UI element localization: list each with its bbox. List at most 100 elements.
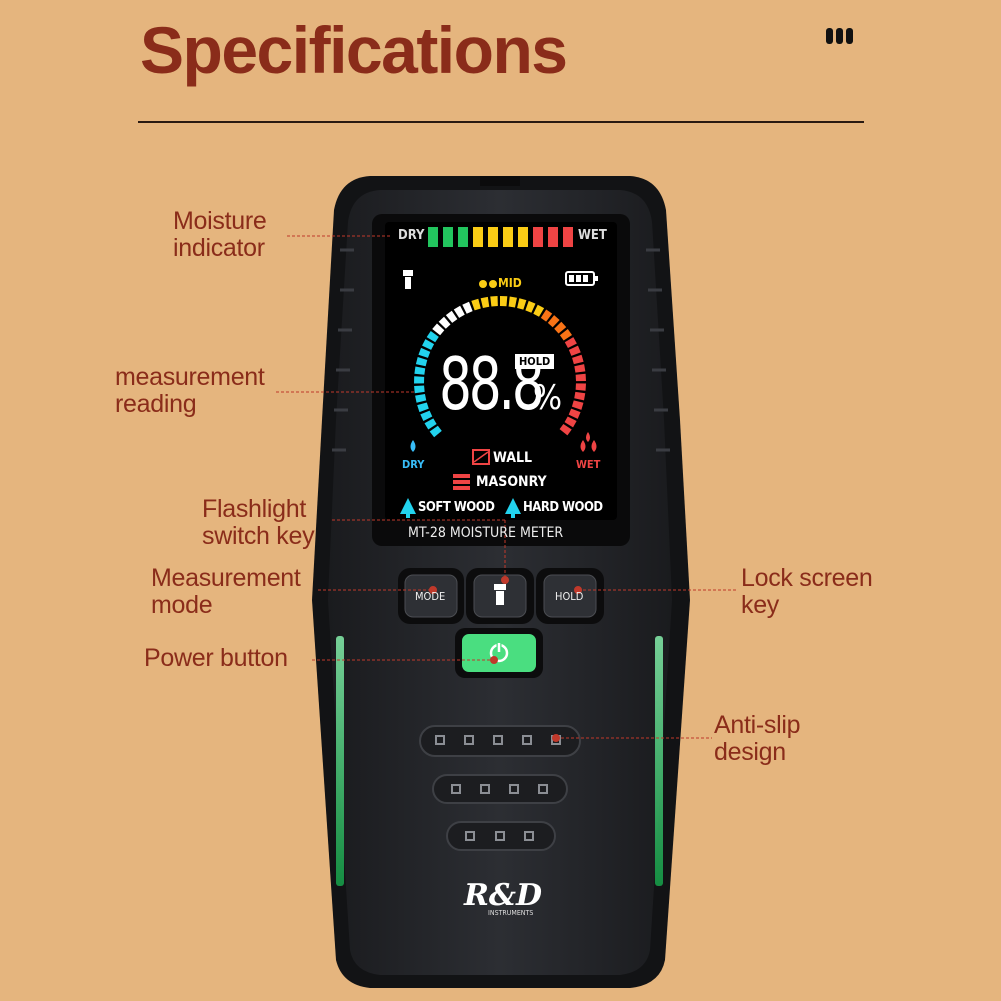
callout-flashlight-key: Flashlight switch key (202, 495, 315, 550)
menu-icon[interactable] (826, 28, 860, 44)
dial-segment (500, 296, 508, 307)
indicator-bar (443, 227, 453, 247)
callout-power-button: Power button (144, 644, 288, 672)
dial-segment (575, 373, 586, 382)
title-divider (138, 121, 864, 123)
dial-wet-label: WET (576, 458, 601, 471)
mid-droplets-icon (479, 280, 497, 288)
brand-sub: INSTRUMENTS (488, 909, 534, 917)
indicator-bar (503, 227, 513, 247)
callout-measurement-reading: measurement reading (115, 364, 265, 418)
dial-segment (445, 310, 458, 323)
callout-line: mode (151, 591, 213, 619)
hard-wood-tree-icon (505, 498, 521, 514)
indicator-wet-label: WET (578, 228, 607, 243)
dial-segment (490, 296, 498, 307)
dial-segment (414, 385, 425, 394)
indicator-bar (428, 227, 438, 247)
power-button-shape (455, 628, 543, 678)
callout-line: Moisture (173, 207, 267, 235)
callout-line: switch key (202, 522, 315, 550)
mid-label: MID (498, 276, 522, 290)
dial-segment (426, 330, 439, 343)
dry-droplet-icon (410, 440, 416, 452)
dial-segment (559, 329, 573, 341)
right-grip-lights (655, 636, 663, 886)
dial-segment (508, 296, 517, 308)
dial-segment (432, 323, 445, 336)
left-grip-lights (336, 636, 344, 886)
mode-masonry-label: MASONRY (476, 474, 547, 490)
anti-slip-pads (419, 725, 581, 851)
dial-segment (429, 425, 442, 438)
dial-segment (424, 418, 437, 430)
dial-segment (572, 354, 584, 365)
dial-segment (417, 402, 429, 413)
dial-segment (422, 339, 435, 350)
dial-segment (453, 305, 465, 318)
callout-line: indicator (173, 234, 265, 262)
dial-segment (547, 315, 560, 328)
indicator-bar (473, 227, 483, 247)
flashlight-button[interactable] (474, 575, 526, 617)
soft-wood-tree-icon (400, 498, 416, 514)
callout-line: reading (115, 390, 197, 418)
callout-measurement-mode: Measurement mode (151, 565, 301, 619)
indicator-bar (458, 227, 468, 247)
callout-line: Lock screen (741, 564, 873, 592)
dial-segment (418, 347, 431, 358)
callout-line: key (741, 591, 780, 619)
dial-segment (574, 364, 586, 373)
dial-segment (568, 345, 581, 356)
callout-line: measurement (115, 363, 265, 391)
hold-button[interactable]: HOLD (555, 590, 584, 603)
callout-line: Flashlight (202, 495, 306, 523)
dial-segment (559, 423, 572, 436)
callout-leader-lines (276, 235, 738, 742)
indicator-bar (533, 227, 543, 247)
moisture-indicator-bars (428, 227, 573, 247)
page-title: Specifications (140, 13, 568, 87)
power-button[interactable] (472, 628, 530, 676)
callout-line: design (714, 738, 786, 766)
dial-segment (420, 410, 433, 422)
mode-soft-wood-label: SOFT WOOD (418, 500, 495, 515)
callout-anti-slip: Anti-slip design (714, 711, 801, 766)
wet-droplets-icon (580, 432, 597, 452)
masonry-icon (453, 474, 470, 490)
mode-button-shape (398, 568, 464, 624)
mode-hard-wood-label: HARD WOOD (523, 500, 603, 515)
indicator-bar (548, 227, 558, 247)
dial-segment (568, 408, 581, 419)
callout-moisture-indicator: Moisture indicator (173, 207, 267, 262)
hold-badge: HOLD (515, 354, 555, 369)
moisture-dial-arc (414, 296, 586, 438)
indicator-bar (518, 227, 528, 247)
dial-segment (525, 300, 536, 313)
indicator-bar (563, 227, 573, 247)
indicator-bar (488, 227, 498, 247)
dial-segment (480, 296, 490, 308)
dial-segment (414, 366, 426, 375)
dial-segment (564, 337, 577, 348)
screen-flashlight-icon (403, 270, 413, 289)
dial-segment (574, 391, 586, 401)
callout-lock-screen-key: Lock screen key (741, 565, 873, 619)
lcd-display (385, 222, 617, 520)
dial-segment (571, 400, 584, 410)
battery-icon (565, 271, 598, 286)
mode-wall-label: WALL (493, 450, 533, 466)
dial-segment (471, 298, 481, 311)
flashlight-button-shape (466, 568, 534, 624)
wall-icon (472, 449, 490, 465)
dial-segment (533, 304, 545, 317)
callout-line: Anti-slip (714, 711, 801, 739)
dial-segment (564, 416, 577, 428)
dial-segment (438, 316, 451, 329)
mode-button[interactable]: MODE (415, 590, 446, 603)
dial-dry-label: DRY (402, 458, 425, 471)
dial-segment (554, 321, 567, 334)
callout-line: Measurement (151, 564, 301, 592)
hold-button-shape (536, 568, 604, 624)
